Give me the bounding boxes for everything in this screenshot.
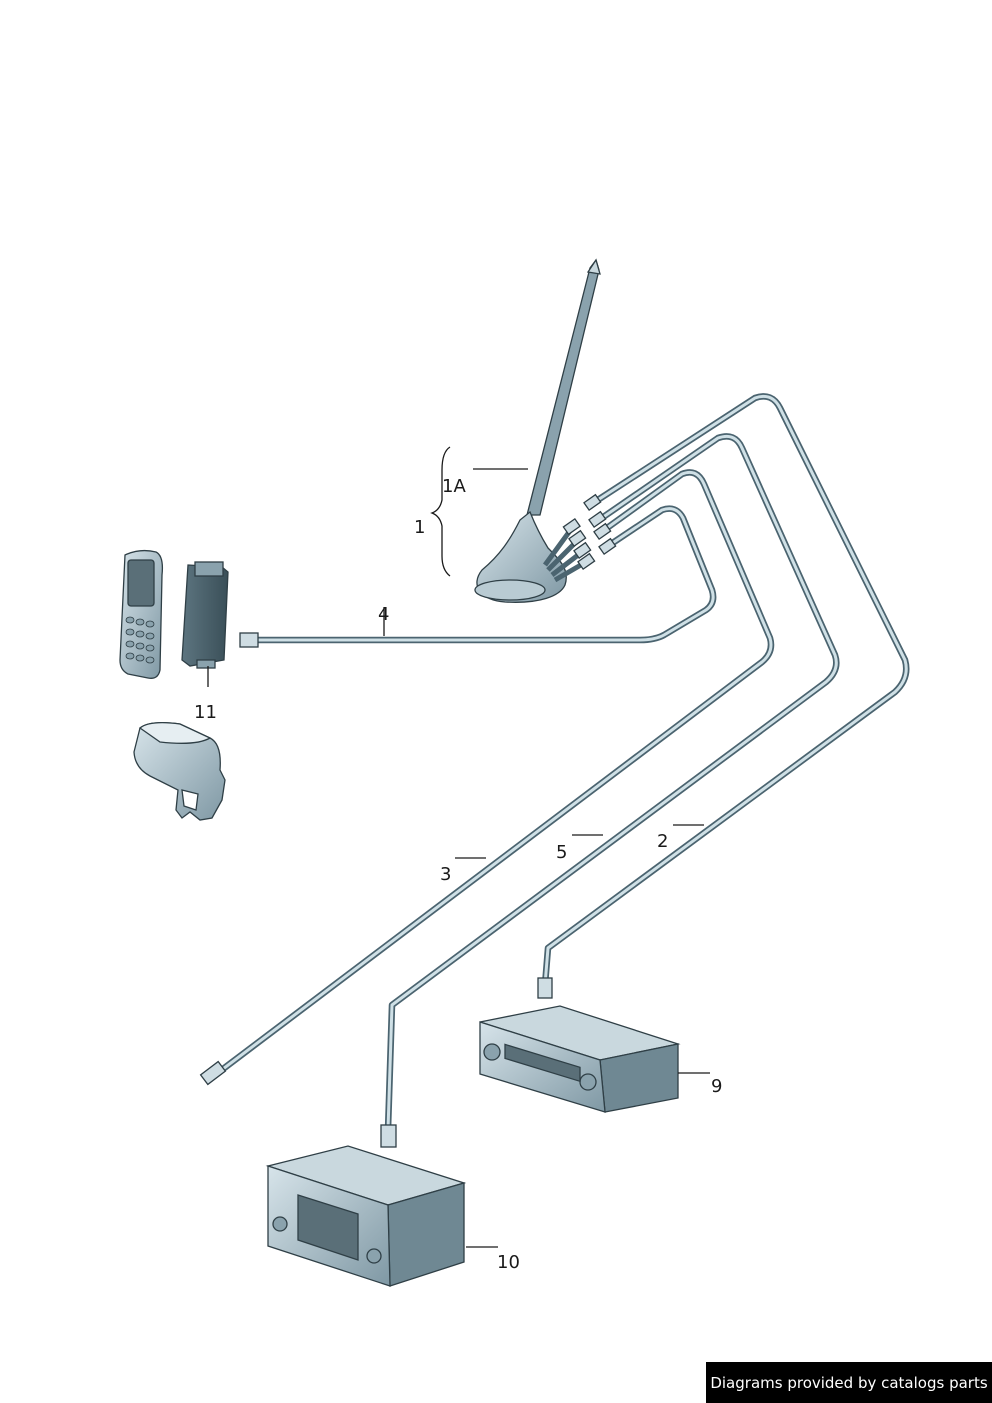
callout-11: 11 [194, 702, 217, 723]
callout-5: 5 [556, 842, 567, 863]
credit-footer: Diagrams provided by catalogs parts [706, 1362, 992, 1403]
phone-holder [181, 561, 229, 669]
mobile-phone [119, 549, 164, 679]
cable-2 [537, 393, 910, 999]
callout-1a: 1A [442, 476, 466, 497]
callout-4: 4 [378, 604, 389, 625]
callout-9: 9 [711, 1076, 722, 1097]
callout-2: 2 [657, 831, 668, 852]
roof-antenna [474, 258, 601, 603]
leader-lines [207, 446, 710, 1248]
callout-3: 3 [440, 864, 451, 885]
radio-unit-9 [479, 1005, 681, 1113]
cable-4 [239, 505, 717, 648]
armrest-adapter [133, 722, 226, 821]
cable-3 [199, 469, 775, 1086]
cable-5 [380, 433, 840, 1148]
nav-unit-10 [265, 1145, 467, 1287]
callout-1: 1 [414, 517, 425, 538]
callout-10: 10 [497, 1252, 520, 1273]
antenna-connectors [583, 493, 617, 556]
